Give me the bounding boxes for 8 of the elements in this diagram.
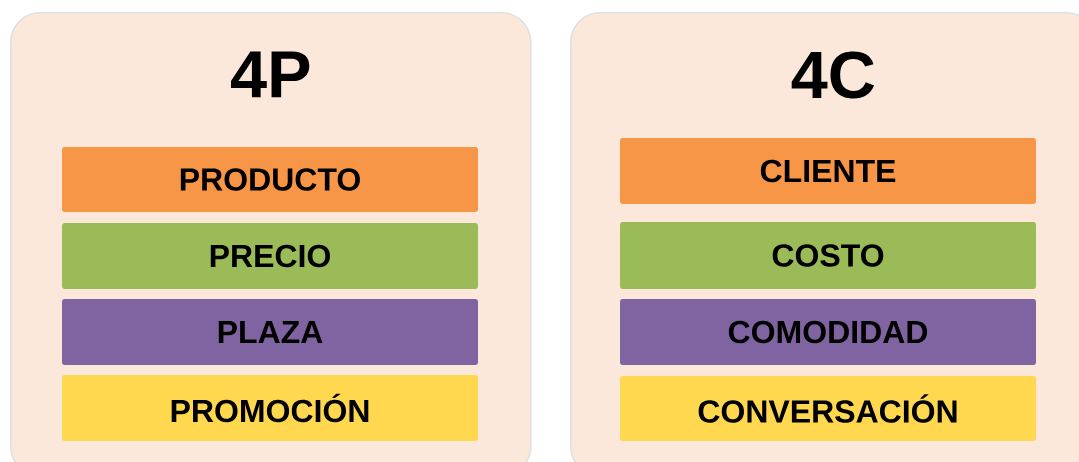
label-bar: PLAZA bbox=[62, 299, 478, 365]
label-bar: PRECIO bbox=[62, 223, 478, 289]
label-bar: CONVERSACIÓN bbox=[620, 376, 1036, 441]
label-bar: CLIENTE bbox=[620, 138, 1036, 204]
label-bar: COMODIDAD bbox=[620, 299, 1036, 365]
label-bar: PRODUCTO bbox=[62, 147, 478, 212]
label-bar: PROMOCIÓN bbox=[62, 375, 478, 441]
label-bar: COSTO bbox=[620, 222, 1036, 289]
